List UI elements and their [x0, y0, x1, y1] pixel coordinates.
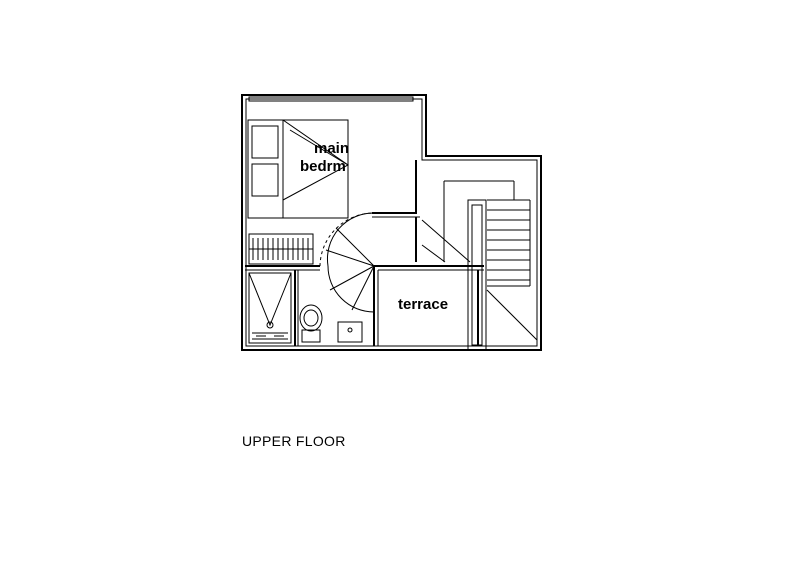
- room-label-bedrm: bedrm: [300, 158, 346, 175]
- basin: [337, 321, 363, 343]
- plan-caption: UPPER FLOOR: [242, 433, 346, 449]
- room-label-terrace: terrace: [398, 296, 448, 313]
- exterior-walls: [241, 94, 542, 351]
- shower: [248, 272, 292, 344]
- spiral-stair: [319, 212, 375, 316]
- bed: [247, 119, 349, 219]
- room-label-main: main: [314, 140, 349, 157]
- wardrobe: [248, 233, 314, 265]
- interior-walls: [245, 160, 484, 346]
- bedroom-window: [248, 96, 414, 102]
- toilet: [299, 304, 323, 343]
- straight-stair: [421, 180, 538, 351]
